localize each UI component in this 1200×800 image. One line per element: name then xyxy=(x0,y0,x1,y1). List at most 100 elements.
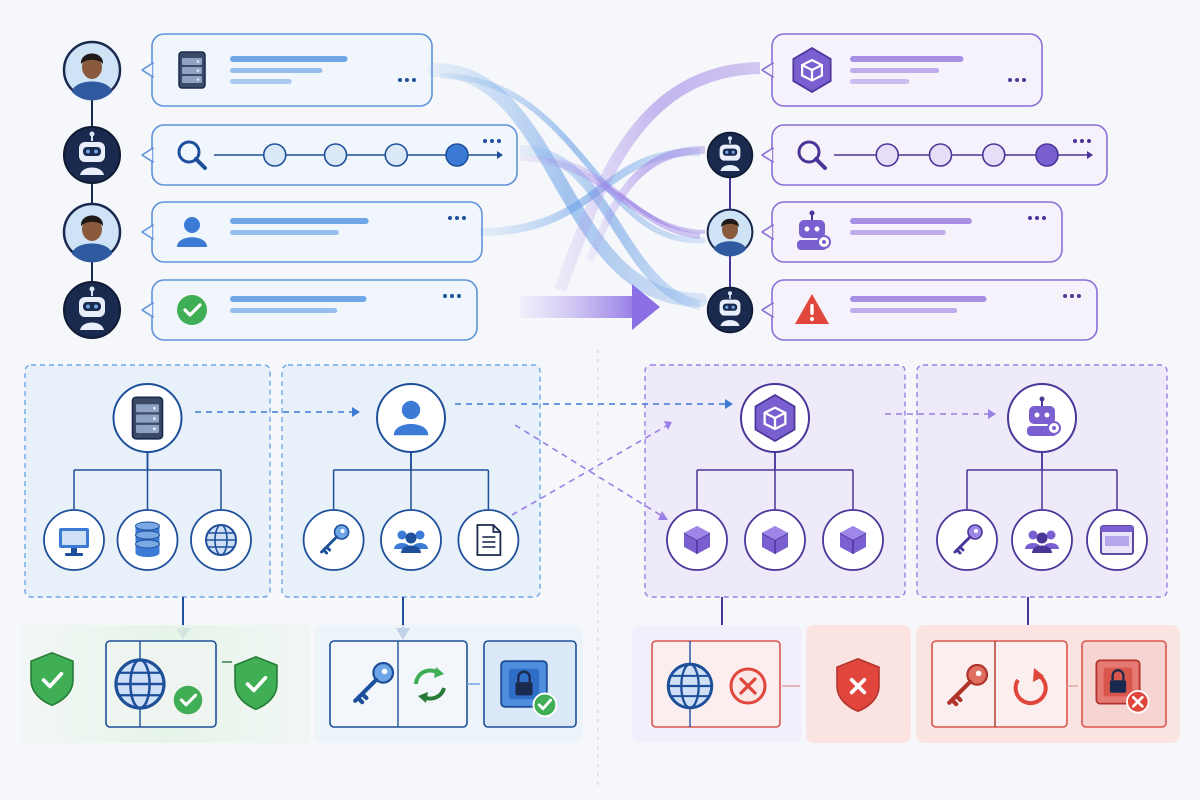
check-circle-icon xyxy=(173,685,203,715)
more-dots xyxy=(1028,216,1032,220)
rotate-arrows-icon xyxy=(414,667,446,703)
text-line xyxy=(850,218,972,224)
chat-message xyxy=(761,201,1063,263)
tree-panel xyxy=(644,364,906,640)
person-avatar-icon xyxy=(62,202,122,263)
more-dots xyxy=(1077,294,1081,298)
chat-message xyxy=(141,201,483,263)
more-dots xyxy=(1063,294,1067,298)
lock-check-icon xyxy=(500,660,558,718)
chat-message xyxy=(141,124,518,186)
step xyxy=(384,143,409,167)
text-line xyxy=(230,230,339,235)
group-icon xyxy=(1025,530,1059,553)
text-line xyxy=(230,296,367,302)
more-dots xyxy=(398,78,402,82)
flow-ribbons xyxy=(428,62,761,310)
package-cube-icon xyxy=(792,47,832,93)
more-dots xyxy=(1087,139,1091,143)
globe-icon xyxy=(114,658,166,710)
text-line xyxy=(850,79,910,84)
more-dots xyxy=(412,78,416,82)
more-dots xyxy=(1080,139,1084,143)
text-line xyxy=(850,56,964,62)
text-line xyxy=(850,308,958,313)
cube-icon xyxy=(683,526,711,554)
person-avatar-icon xyxy=(62,40,122,101)
more-dots xyxy=(450,294,454,298)
text-line xyxy=(230,79,292,84)
chat-message xyxy=(141,279,478,341)
chat-message xyxy=(141,33,433,107)
more-dots xyxy=(1070,294,1074,298)
server-icon xyxy=(178,51,206,89)
tree-panel xyxy=(916,364,1168,640)
robot-avatar-icon xyxy=(63,126,121,184)
tree-connectors xyxy=(195,399,996,520)
cube-icon xyxy=(761,526,789,554)
more-dots xyxy=(448,216,452,220)
shield-x-icon xyxy=(836,657,880,713)
more-dots xyxy=(462,216,466,220)
step xyxy=(262,143,287,167)
globe-icon xyxy=(666,662,714,710)
server-icon xyxy=(131,396,164,440)
search-icon xyxy=(797,140,827,170)
check-circle-icon xyxy=(177,295,207,325)
chat-message xyxy=(761,124,1108,186)
warning-triangle-icon xyxy=(795,294,829,324)
text-line xyxy=(230,56,348,62)
monitor-icon xyxy=(59,528,89,556)
chat-message xyxy=(761,279,1098,341)
text-line xyxy=(230,68,323,73)
more-dots xyxy=(1042,216,1046,220)
more-dots xyxy=(457,294,461,298)
text-line xyxy=(850,296,987,302)
more-dots xyxy=(1073,139,1077,143)
tree-panel xyxy=(281,364,541,640)
globe-icon xyxy=(205,524,237,556)
lock-x-icon xyxy=(1095,659,1150,714)
key-icon xyxy=(320,524,350,555)
robot-avatar-icon xyxy=(706,131,754,179)
more-dots xyxy=(1022,78,1026,82)
chat-message xyxy=(761,33,1043,107)
robot-avatar-icon xyxy=(63,281,121,339)
person-avatar-icon xyxy=(706,208,754,257)
step xyxy=(928,143,953,167)
outcome-row xyxy=(20,625,1180,743)
step xyxy=(981,143,1006,167)
more-dots xyxy=(1015,78,1019,82)
tree-panel xyxy=(24,364,271,640)
right-chat-column xyxy=(706,33,1108,341)
robot-avatar-icon xyxy=(706,286,754,334)
key-icon xyxy=(353,661,395,705)
robot-gear-icon xyxy=(797,210,831,250)
more-dots xyxy=(443,294,447,298)
more-dots xyxy=(490,139,494,143)
text-line xyxy=(230,218,369,224)
left-chat-column xyxy=(62,33,518,341)
group-icon xyxy=(394,530,428,553)
text-line xyxy=(850,230,946,235)
step-active xyxy=(445,143,469,167)
more-dots xyxy=(483,139,487,143)
document-icon xyxy=(476,524,502,556)
shield-check-icon xyxy=(234,655,278,711)
package-cube-icon xyxy=(754,393,796,443)
flow-arrow xyxy=(520,284,660,330)
key-icon xyxy=(947,663,989,707)
rotate-arrow-icon xyxy=(1013,668,1048,706)
database-icon xyxy=(135,521,160,557)
cube-icon xyxy=(839,526,867,554)
more-dots xyxy=(497,139,501,143)
user-icon xyxy=(177,217,207,247)
blocked-icon xyxy=(729,667,767,705)
more-dots xyxy=(455,216,459,220)
robot-gear-icon xyxy=(1027,396,1061,436)
resource-trees xyxy=(24,364,1168,640)
dashboard-icon xyxy=(1100,525,1134,555)
key-icon xyxy=(953,524,983,555)
step xyxy=(323,143,348,167)
shield-check-icon xyxy=(30,651,74,707)
